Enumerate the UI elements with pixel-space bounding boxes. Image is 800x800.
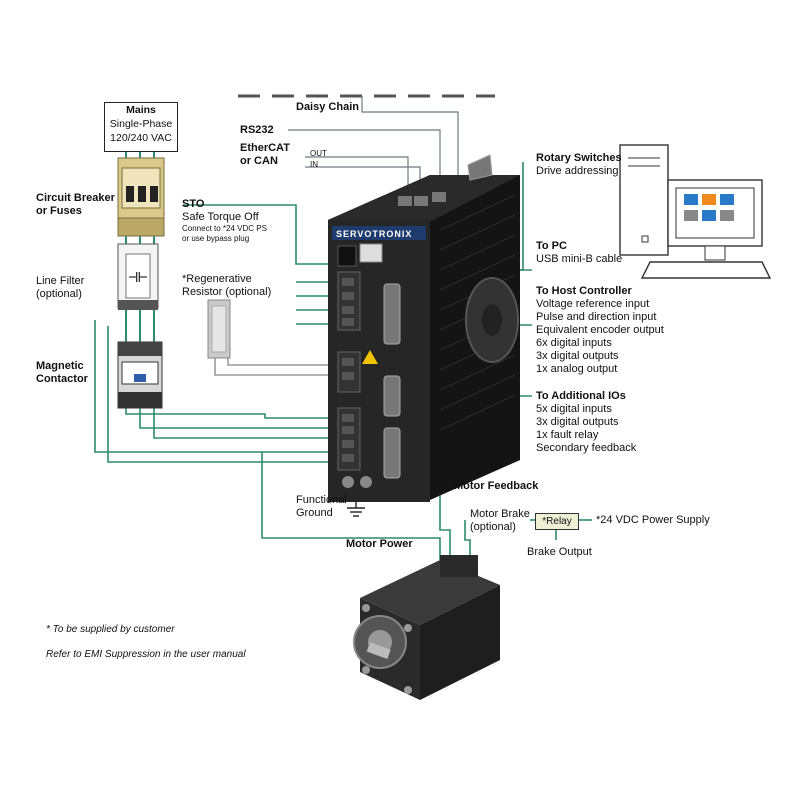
- mains-line2: 120/240 VAC: [110, 132, 172, 144]
- footnote-emi: Refer to EMI Suppression in the user man…: [46, 649, 246, 660]
- relay-box: *Relay: [535, 513, 579, 530]
- host-label: To Host Controller Voltage reference inp…: [536, 285, 664, 375]
- mains-title: Mains: [126, 104, 156, 116]
- circuit-breaker: [117, 157, 165, 237]
- magnetic-contactor: [117, 341, 163, 409]
- regen-wires: [214, 355, 338, 376]
- pc: [619, 144, 772, 279]
- line-filter: ⊣⊢: [117, 243, 159, 310]
- line-filter-label: Line Filter(optional): [36, 275, 85, 300]
- mains-box: Mains Single-Phase 120/240 VAC: [104, 102, 178, 152]
- motor-power-label: Motor Power: [346, 538, 413, 550]
- power-supply-label: *24 VDC Power Supply: [596, 514, 710, 526]
- brake-output-label: Brake Output: [527, 546, 592, 558]
- daisy-chain-label: Daisy Chain: [296, 101, 359, 113]
- additional-label: To Additional IOs 5x digital inputs 3x d…: [536, 390, 637, 454]
- footnote-customer: * To be supplied by customer: [46, 624, 175, 635]
- mains-line1: Single-Phase: [109, 118, 173, 130]
- ethercat-in: IN: [310, 160, 318, 169]
- sto-label: STO Safe Torque Off Connect to *24 VDC P…: [182, 198, 267, 243]
- drive-brand: SERVOTRONIX: [336, 229, 413, 239]
- rs232-label: RS232: [240, 124, 274, 136]
- motor-feedback-label: Motor Feedback: [454, 480, 539, 492]
- motor: [353, 555, 500, 700]
- ethercat-out: OUT: [310, 149, 327, 158]
- regen-resistor: [207, 299, 231, 359]
- svg-text:⊣⊢: ⊣⊢: [128, 269, 147, 287]
- servo-drive: [328, 154, 520, 502]
- motor-brake-label: Motor Brake(optional): [470, 508, 530, 533]
